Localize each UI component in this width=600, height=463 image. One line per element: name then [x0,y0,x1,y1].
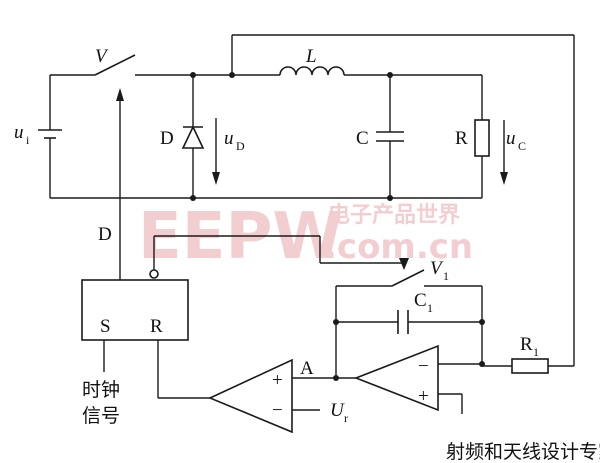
label-ref: U [330,400,345,421]
capacitor-c [376,75,404,198]
resistor-r [474,75,508,198]
label-c1-sub: 1 [427,301,433,315]
feedback-network [333,269,485,378]
junction-dot [387,195,393,201]
inductor-l [279,66,482,76]
label-switch-v1-sub: 1 [443,269,449,283]
input-source [38,74,482,199]
label-duty-signal: D [98,224,112,245]
error-amplifier [353,344,482,414]
label-capacitor: C [356,128,369,149]
label-c1: C [414,290,427,311]
resistor-r1 [482,358,549,374]
watermark-logo: EEPW [138,200,343,274]
label-node-a: A [300,358,314,379]
watermark-tagline: 电子产品世界 [328,203,460,228]
label-clock-line1: 时钟 [82,379,120,401]
label-r1-sub: 1 [533,345,539,359]
label-clock-line2: 信号 [82,405,120,427]
label-switch-v1: V [430,258,444,279]
comparator-minus: − [272,400,283,421]
comparator [208,358,336,434]
label-flipflop-s: S [100,316,111,337]
label-switch-v: V [95,46,109,67]
label-input-voltage: u [14,122,24,143]
label-resistor: R [455,128,468,149]
v1-control-arrow [399,258,409,270]
label-output-voltage-sub: C [518,139,526,153]
error-amp-minus: − [418,356,429,377]
label-output-voltage: u [506,128,516,149]
label-flipflop-r: R [150,316,163,337]
comparator-plus: + [272,370,283,391]
label-diode-voltage-sub: D [236,139,245,153]
diode-d [181,75,220,198]
flipflop-block [81,279,189,341]
label-ref-sub: r [344,411,348,425]
junction-dot [190,195,196,201]
error-amp-plus: + [418,386,429,407]
label-diode-voltage: u [224,128,234,149]
watermark-domain: .com.cn [324,227,473,267]
watermark-corner-text: 射频和天线设计专家 [446,441,600,463]
eepw-watermark: EEPW .com.cn 电子产品世界 [138,200,473,274]
label-diode: D [160,128,174,149]
label-r1: R [520,334,533,355]
switch-v [94,54,193,280]
feedback-wire [231,34,575,367]
label-inductor: L [305,46,317,67]
label-input-voltage-sub: i [26,133,30,147]
